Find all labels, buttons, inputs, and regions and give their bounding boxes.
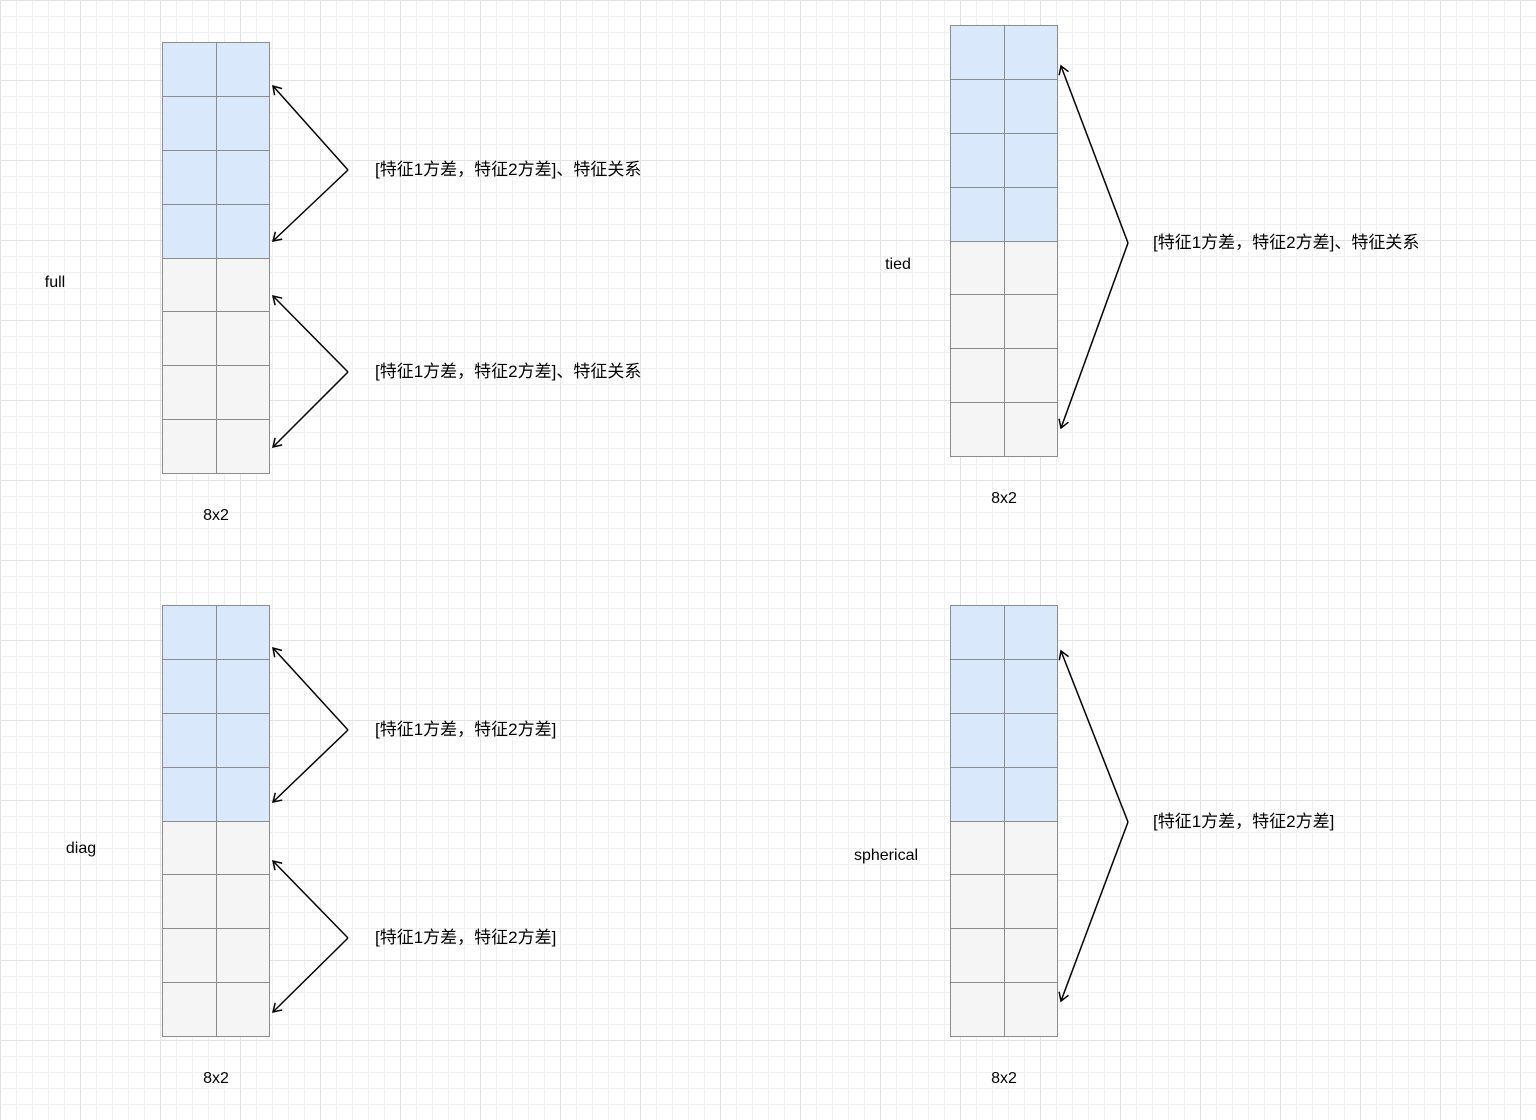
matrix-cell	[1004, 713, 1058, 768]
matrix-cell	[216, 713, 270, 768]
matrix-cell	[1004, 929, 1058, 984]
panel-label-full: full	[44, 274, 66, 291]
matrix-cell	[163, 258, 217, 313]
matrix-cell	[1004, 875, 1058, 930]
matrix-cell	[1004, 606, 1058, 660]
panel-label-diag: diag	[65, 840, 97, 857]
matrix-cell	[951, 983, 1005, 1037]
matrix-cell	[1004, 187, 1058, 242]
annotation-text: [特征1方差，特征2方差]、特征关系	[375, 160, 642, 179]
matrix-size-label: 8x2	[203, 1070, 229, 1087]
matrix-cell	[163, 96, 217, 151]
matrix-cell	[216, 929, 270, 984]
matrix-cell	[163, 875, 217, 930]
annotation-arrow	[1058, 821, 1129, 1003]
matrix-cell	[163, 204, 217, 259]
matrix-cell	[216, 258, 270, 313]
annotation-text: [特征1方差，特征2方差]、特征关系	[375, 362, 642, 381]
matrix-cell	[951, 295, 1005, 350]
matrix-cell	[951, 767, 1005, 822]
matrix-cell	[216, 312, 270, 367]
matrix-cell	[163, 713, 217, 768]
annotation-arrow	[272, 294, 349, 373]
annotation-arrow	[272, 84, 349, 171]
matrix-cell	[216, 875, 270, 930]
matrix-cell	[951, 133, 1005, 188]
matrix-cell	[951, 606, 1005, 660]
matrix-cell	[1004, 133, 1058, 188]
matrix-cell	[216, 420, 270, 474]
matrix-cell	[163, 366, 217, 421]
annotation-arrow	[1058, 64, 1129, 244]
matrix-cell	[216, 767, 270, 822]
matrix-cell	[951, 79, 1005, 134]
matrix-cell	[216, 821, 270, 876]
matrix-size-label: 8x2	[203, 507, 229, 524]
matrix-cell	[1004, 295, 1058, 350]
matrix-cell	[163, 821, 217, 876]
annotation-arrow	[271, 729, 349, 803]
annotation-arrow	[272, 859, 349, 939]
matrix-spherical	[950, 605, 1058, 1037]
matrix-cell	[1004, 241, 1058, 296]
annotation-arrow	[1058, 242, 1129, 430]
matrix-cell	[163, 983, 217, 1037]
matrix-cell	[216, 983, 270, 1037]
matrix-diag	[162, 605, 270, 1037]
annotation-arrow	[271, 371, 349, 449]
matrix-cell	[163, 767, 217, 822]
annotation-text: [特征1方差，特征2方差]、特征关系	[1153, 233, 1420, 252]
matrix-cell	[951, 659, 1005, 714]
matrix-cell	[216, 606, 270, 660]
panel-label-spherical: spherical	[853, 847, 919, 864]
matrix-cell	[951, 349, 1005, 404]
matrix-cell	[216, 96, 270, 151]
matrix-cell	[163, 659, 217, 714]
matrix-cell	[216, 43, 270, 97]
matrix-cell	[1004, 26, 1058, 80]
matrix-cell	[951, 929, 1005, 984]
annotation-arrow	[272, 646, 349, 731]
matrix-cell	[216, 204, 270, 259]
matrix-tied	[950, 25, 1058, 457]
matrix-cell	[163, 606, 217, 660]
matrix-cell	[951, 241, 1005, 296]
matrix-cell	[951, 821, 1005, 876]
matrix-cell	[163, 929, 217, 984]
matrix-full	[162, 42, 270, 474]
matrix-cell	[951, 26, 1005, 80]
matrix-cell	[951, 875, 1005, 930]
annotation-arrow	[1058, 649, 1129, 823]
matrix-cell	[1004, 767, 1058, 822]
annotation-text: [特征1方差，特征2方差]	[375, 928, 557, 947]
matrix-cell	[951, 187, 1005, 242]
matrix-cell	[951, 403, 1005, 457]
matrix-cell	[1004, 659, 1058, 714]
matrix-cell	[1004, 821, 1058, 876]
annotation-arrow	[271, 169, 349, 242]
annotation-text: [特征1方差，特征2方差]	[375, 720, 557, 739]
matrix-cell	[216, 150, 270, 205]
matrix-size-label: 8x2	[991, 490, 1017, 507]
matrix-cell	[1004, 403, 1058, 457]
annotation-text: [特征1方差，特征2方差]	[1153, 812, 1335, 831]
panel-label-tied: tied	[885, 256, 911, 273]
matrix-size-label: 8x2	[991, 1070, 1017, 1087]
matrix-cell	[163, 43, 217, 97]
matrix-cell	[216, 366, 270, 421]
matrix-cell	[216, 659, 270, 714]
matrix-cell	[163, 312, 217, 367]
matrix-cell	[163, 420, 217, 474]
annotation-arrow	[271, 937, 349, 1013]
matrix-cell	[951, 713, 1005, 768]
matrix-cell	[163, 150, 217, 205]
matrix-cell	[1004, 349, 1058, 404]
matrix-cell	[1004, 79, 1058, 134]
matrix-cell	[1004, 983, 1058, 1037]
